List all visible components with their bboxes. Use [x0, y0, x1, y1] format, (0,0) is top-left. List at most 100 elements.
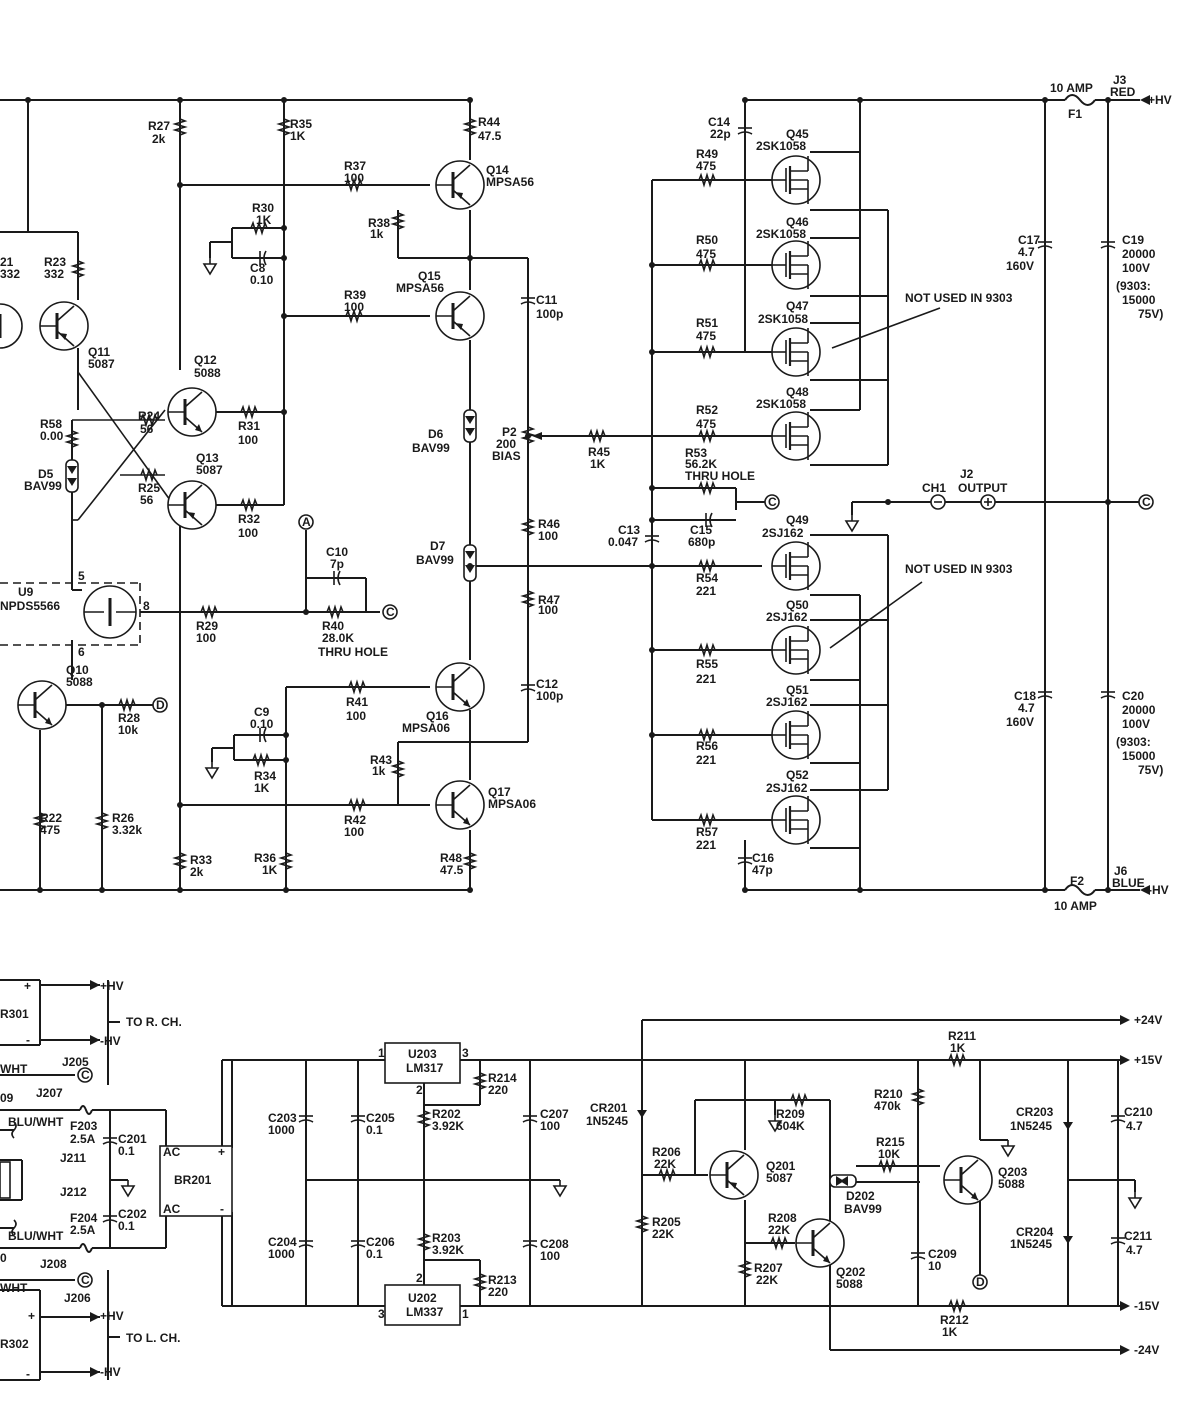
q203-part: 5088 [998, 1177, 1025, 1191]
c20-v2: 100V [1122, 717, 1150, 731]
q51-mosfet [770, 709, 822, 761]
r213-val: 220 [488, 1285, 508, 1299]
c207-val: 100 [540, 1119, 560, 1133]
c206-val: 0.1 [366, 1247, 383, 1261]
c202-ref: C202 [118, 1207, 147, 1221]
r40-ref: R40 [322, 619, 344, 633]
q45-ref: Q45 [786, 127, 809, 141]
br302-plus: + [28, 1309, 35, 1323]
br302-hv-pos: +HV [100, 1309, 124, 1323]
q51-part: 2SJ162 [766, 695, 808, 709]
r47-ref: R47 [538, 593, 560, 607]
r45-val: 1K [590, 457, 606, 471]
f1-ref: F1 [1068, 107, 1082, 121]
q13-ref: Q13 [196, 451, 219, 465]
q46-ref: Q46 [786, 215, 809, 229]
c18-ref: C18 [1014, 689, 1036, 703]
c15-val: 680p [688, 535, 715, 549]
c204-ref: C204 [268, 1235, 297, 1249]
p2-name: BIAS [492, 449, 521, 463]
f204-val: 2.5A [70, 1223, 96, 1237]
br301-minus: - [26, 1033, 30, 1047]
r51-ref: R51 [696, 316, 718, 330]
c8-ref: C8 [250, 261, 266, 275]
q17-part: MPSA06 [488, 797, 536, 811]
c18-v1: 4.7 [1018, 701, 1035, 715]
j208-label: J208 [40, 1257, 67, 1271]
c17-v1: 4.7 [1018, 245, 1035, 259]
r211-val: 1K [950, 1041, 966, 1055]
r24-ref: R24 [138, 409, 160, 423]
c202-val: 0.1 [118, 1219, 135, 1233]
r46-val: 100 [538, 529, 558, 543]
r42-ref: R42 [344, 813, 366, 827]
cr201-ref: CR201 [590, 1101, 628, 1115]
q46-mosfet [770, 239, 822, 291]
r44-ref: R44 [478, 115, 500, 129]
c208-ref: C208 [540, 1237, 569, 1251]
r26-ref: R26 [112, 811, 134, 825]
q12-ref: Q12 [194, 353, 217, 367]
q11-part: 5087 [88, 357, 115, 371]
r56-val: 221 [696, 753, 716, 767]
r38-ref: R38 [368, 216, 390, 230]
u9-pin6: 6 [78, 645, 85, 659]
c14-val: 22p [710, 127, 731, 141]
c203-ref: C203 [268, 1111, 297, 1125]
c19-ref: C19 [1122, 233, 1144, 247]
r49-val: 475 [696, 159, 716, 173]
r202-ref: R202 [432, 1107, 461, 1121]
q50-ref: Q50 [786, 598, 809, 612]
q48-ref: Q48 [786, 385, 809, 399]
q11-transistor [38, 300, 90, 352]
node-d1-label: D [156, 698, 165, 712]
cr204-ref: CR204 [1016, 1225, 1054, 1239]
r42-val: 100 [344, 825, 364, 839]
c13-val: 0.047 [608, 535, 638, 549]
c201-ref: C201 [118, 1132, 147, 1146]
c9-val: 0.10 [250, 717, 274, 731]
c11-val: 100p [536, 307, 563, 321]
u203-pin3: 3 [462, 1046, 469, 1060]
u202-ref: U202 [408, 1291, 437, 1305]
d202-part: BAV99 [844, 1202, 882, 1216]
c12-val: 100p [536, 689, 563, 703]
q48-part: 2SK1058 [756, 397, 806, 411]
r203-val: 3.92K [432, 1243, 464, 1257]
r28-ref: R28 [118, 711, 140, 725]
j3-ref: J3 [1113, 73, 1127, 87]
r215-val: 10K [878, 1147, 900, 1161]
u9-part: NPDS5566 [0, 599, 60, 613]
r58-val: 0.00 [40, 429, 64, 443]
f203-ref: F203 [70, 1119, 98, 1133]
u202-pin2: 2 [416, 1271, 423, 1285]
wht-1: WHT [0, 1062, 28, 1076]
c20-n1: (9303: [1116, 735, 1151, 749]
r49-ref: R49 [696, 147, 718, 161]
c16-ref: C16 [752, 851, 774, 865]
wht-2: WHT [0, 1281, 28, 1295]
r207-ref: R207 [754, 1261, 783, 1275]
r57-ref: R57 [696, 825, 718, 839]
j6-color: BLUE [1112, 876, 1145, 890]
d6-part: BAV99 [412, 441, 450, 455]
q51-ref: Q51 [786, 683, 809, 697]
r53-note: THRU HOLE [685, 469, 755, 483]
r37-val: 100 [344, 171, 364, 185]
j3-color: RED [1110, 85, 1136, 99]
r35-ref: R35 [290, 117, 312, 131]
d5-ref: D5 [38, 467, 54, 481]
r206-ref: R206 [652, 1145, 681, 1159]
cr204-part: 1N5245 [1010, 1237, 1052, 1251]
br201-minus: - [220, 1202, 224, 1216]
j206-label: J206 [64, 1291, 91, 1305]
upper-wiring [0, 99, 1140, 891]
f1-rating: 10 AMP [1050, 81, 1093, 95]
r24-val: 56 [140, 422, 154, 436]
q14-ref: Q14 [486, 163, 509, 177]
q52-part: 2SJ162 [766, 781, 808, 795]
r210-ref: R210 [874, 1087, 903, 1101]
q14-part: MPSA56 [486, 175, 534, 189]
c18-v2: 160V [1006, 715, 1034, 729]
